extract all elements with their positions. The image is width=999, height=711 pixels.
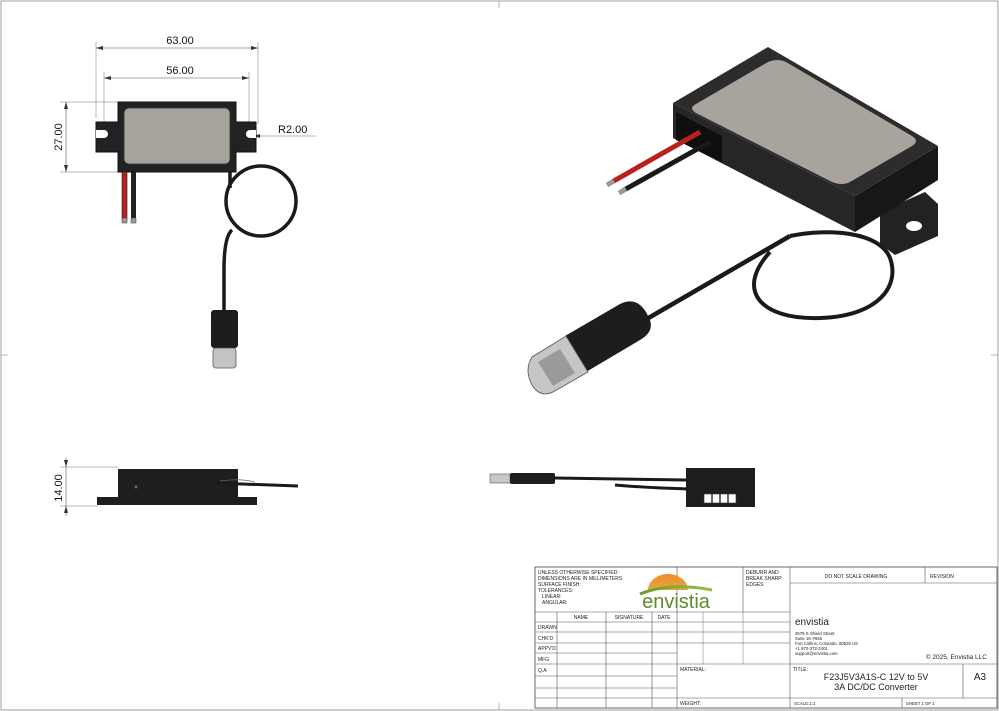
- edge-note-2: BREAK SHARP: [746, 576, 782, 582]
- tolerance-note-3: SURFACE FINISH:: [538, 582, 581, 588]
- dim-27-label: 27.00: [53, 123, 65, 151]
- address-line-2: Suite 1K #665: [795, 636, 823, 641]
- dim-56-label: 56.00: [166, 65, 194, 77]
- isometric-view: [527, 47, 938, 395]
- tolerance-note-4: TOLERANCES:: [538, 588, 573, 594]
- sheet-size: A3: [974, 672, 987, 683]
- col-header-signature: SIGNATURE: [615, 615, 644, 621]
- dim-63-label: 63.00: [166, 35, 194, 47]
- copyright: © 2025, Envistia LLC: [926, 653, 987, 661]
- usb-c-plug-rear: [489, 473, 511, 484]
- dim-r2-label: R2.00: [278, 124, 307, 136]
- red-wire: [121, 171, 128, 221]
- company-name: envistia: [795, 617, 829, 628]
- dim-14-label: 14.00: [53, 474, 65, 502]
- drawing-title-line1: F23J5V3A1S-C 12V to 5V: [824, 672, 929, 682]
- row-label-chkd: CHK'D: [538, 636, 554, 642]
- mounting-flange-side: [97, 497, 257, 505]
- iso-label-plate: [692, 60, 916, 184]
- drawing-title-line2: 3A DC/DC Converter: [834, 682, 918, 692]
- revision-label: REVISION: [930, 574, 954, 580]
- logo-text: envistia: [642, 591, 711, 613]
- address-line-4: +1 970-372-2401: [795, 646, 828, 651]
- title-block: UNLESS OTHERWISE SPECIFIED: DIMENSIONS A…: [534, 566, 998, 709]
- row-label-mfg: MFG: [538, 657, 549, 663]
- row-label-qa: Q.A: [538, 668, 547, 674]
- tolerance-note-6: ANGULAR:: [542, 600, 568, 606]
- edge-note-3: EDGES: [746, 582, 764, 588]
- dimension-thickness: 14.00: [53, 458, 118, 516]
- material-label: MATERIAL:: [680, 667, 706, 673]
- iso-red-wire: [610, 129, 702, 185]
- tolerance-note-2: DIMENSIONS ARE IN MILLIMETERS: [538, 576, 623, 582]
- scale-note: DO NOT SCALE DRAWING: [825, 574, 888, 580]
- tolerance-note-1: UNLESS OTHERWISE SPECIFIED:: [538, 570, 619, 576]
- black-wire: [131, 172, 136, 220]
- usb-c-plug-front: [211, 310, 238, 348]
- tolerance-note-5: LINEAR:: [542, 594, 561, 600]
- address-line-1: 2579 S Shield Street: [795, 631, 835, 636]
- row-label-appvd: APPV'D: [538, 646, 556, 652]
- label-plate: [123, 107, 231, 165]
- iso-usb-c-plug: [565, 301, 651, 372]
- address-line-5: support@envistia.com: [795, 651, 838, 656]
- edge-note-1: DEBURR AND: [746, 570, 779, 576]
- weight-label: WEIGHT:: [680, 701, 701, 707]
- dimension-overall-width: 63.00: [95, 35, 259, 124]
- title-label: TITLE:: [793, 667, 808, 673]
- dimension-tab-radius: R2.00: [254, 124, 316, 138]
- side-view: 14.00: [53, 458, 299, 516]
- iso-black-wire: [622, 139, 712, 193]
- col-header-name: NAME: [574, 615, 589, 621]
- iso-cable: [643, 234, 792, 322]
- scale-value: SCALE:1:1: [794, 701, 816, 706]
- col-header-date: DATE: [658, 615, 672, 621]
- iso-cable-loop: [752, 230, 895, 321]
- side-cable: [214, 481, 299, 488]
- rear-cable: [554, 476, 687, 482]
- dimension-body-height: 27.00: [53, 101, 118, 173]
- cable-loop: [224, 164, 298, 238]
- sheet-number: SHEET 1 OF 1: [906, 701, 935, 706]
- iso-body-right-face: [855, 146, 938, 232]
- envistia-logo: envistia: [639, 574, 713, 613]
- dimension-hole-spacing: 56.00: [103, 65, 250, 124]
- row-label-drawn: DRAWN: [538, 625, 557, 631]
- address-line-3: Fort Collins, Colorado, 80526 US: [795, 641, 858, 646]
- rear-view: [489, 468, 755, 507]
- front-view: 63.00 56.00 27.00 R2.00: [53, 35, 316, 369]
